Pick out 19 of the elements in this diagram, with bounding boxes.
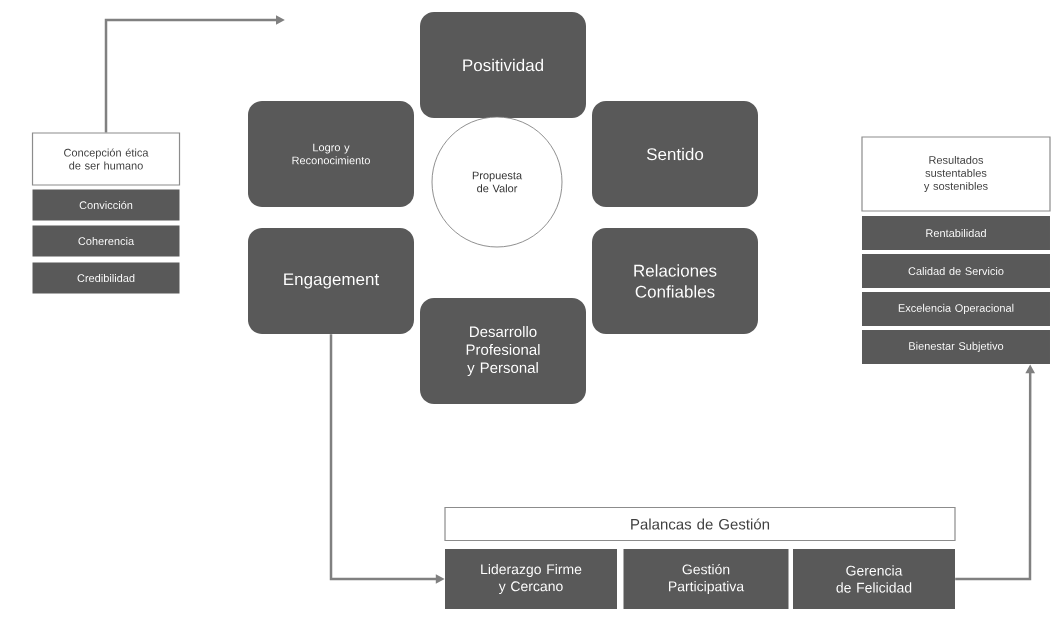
header-box: Concepción ética de ser humano bbox=[31, 132, 181, 186]
header-box: Resultados sustentables y sostenibles bbox=[861, 136, 1051, 212]
rounded-box: Engagement bbox=[248, 228, 414, 334]
value-bar: Credibilidad bbox=[32, 262, 180, 294]
rounded-box: Positividad bbox=[420, 12, 586, 118]
rounded-box: Relaciones Confiables bbox=[592, 228, 758, 334]
result-bar: Calidad de Servicio bbox=[862, 254, 1050, 288]
result-bar: Bienestar Subjetivo bbox=[862, 330, 1050, 364]
result-bar: Rentabilidad bbox=[862, 216, 1050, 250]
value-bar: Convicción bbox=[32, 189, 180, 221]
result-bar: Excelencia Operacional bbox=[862, 292, 1050, 326]
header-box: Palancas de Gestión bbox=[444, 506, 956, 542]
lever-box: Gerencia de Felicidad bbox=[793, 549, 955, 609]
lever-box: Liderazgo Firme y Cercano bbox=[445, 549, 617, 609]
rounded-box: Desarrollo Profesional y Personal bbox=[420, 298, 586, 404]
lever-box: Gestión Participativa bbox=[623, 549, 789, 609]
rounded-box: Sentido bbox=[592, 101, 758, 207]
value-bar: Coherencia bbox=[32, 225, 180, 257]
rounded-box: Logro y Reconocimiento bbox=[248, 101, 414, 207]
